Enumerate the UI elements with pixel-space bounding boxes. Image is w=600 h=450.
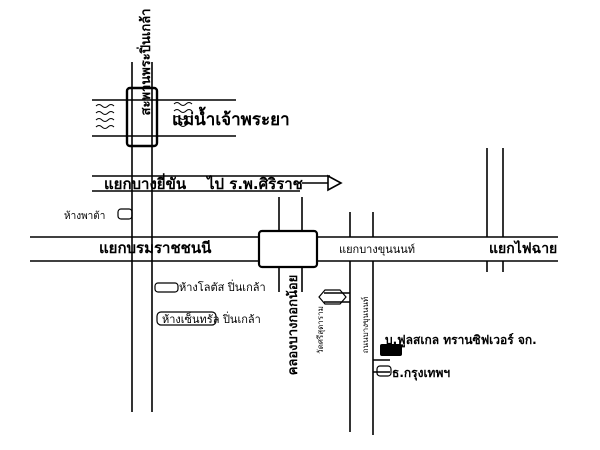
company-marker <box>380 344 402 356</box>
bridge-box <box>125 86 159 148</box>
junction-box <box>257 229 319 269</box>
bridge-label: สะพานพระปิ่นเกล้า <box>136 9 154 116</box>
lotus-marker <box>154 282 179 293</box>
temple-marker <box>318 289 347 305</box>
arrow-head <box>327 174 343 192</box>
river-label: แม่น้ำเจ้าพระยา <box>172 106 290 130</box>
temple-label: วัดศรีสุดาราม <box>316 306 325 354</box>
bank-marker <box>376 365 392 377</box>
soi-label: ถนนบางขุนนนท์ <box>360 297 370 353</box>
bank-label: ธ.กรุงเทพฯ <box>392 366 450 381</box>
pata-label: ห้างพาต้า <box>64 210 105 222</box>
company-label: บ.ฟูลสเกล ทรานซิฟเวอร์ จก. <box>385 333 537 348</box>
borom-label: แยกบรมราชชนนี <box>99 239 212 257</box>
river-waves <box>95 102 193 129</box>
lotus-label: ห้างโลตัส ปิ่นเกล้า <box>179 279 266 294</box>
bang-yi-khan-label: แยกบางยี่ขัน <box>104 173 187 193</box>
central-label: ห้างเซ็นทรัล ปิ่นเกล้า <box>162 311 261 326</box>
canal-label: คลองบางกอกน้อย <box>285 275 301 376</box>
bang-khun-non-label: แยกบางขุนนนท์ <box>339 243 415 256</box>
to-siriraj-label: ไป ร.พ.ศิริราช <box>205 174 303 193</box>
fai-chai-label: แยกไฟฉาย <box>489 239 557 257</box>
central-marker <box>156 311 217 326</box>
pata-marker <box>117 208 133 220</box>
